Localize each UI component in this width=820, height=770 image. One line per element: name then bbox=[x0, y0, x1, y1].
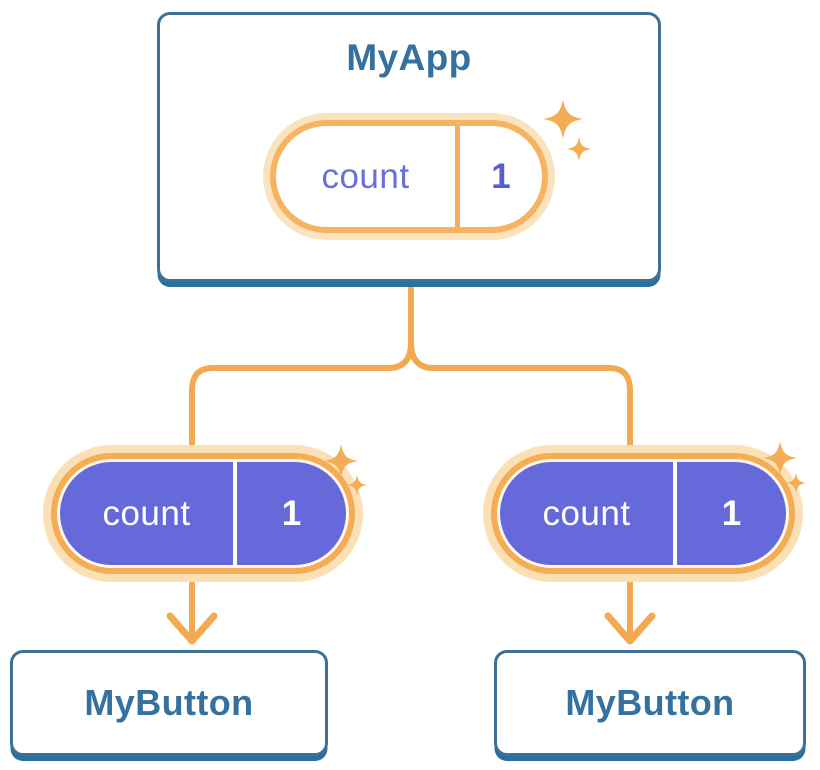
state-value: 1 bbox=[281, 493, 302, 533]
state-name: count bbox=[321, 156, 410, 196]
state-pill-ring: count 1 bbox=[51, 453, 355, 574]
component-title: MyButton bbox=[565, 682, 735, 723]
state-pill-divider bbox=[455, 126, 460, 227]
component-node-root: MyApp count 1 bbox=[157, 12, 661, 282]
state-pill-child-right: count 1 bbox=[483, 445, 803, 582]
component-node-child-right: MyButton bbox=[494, 650, 806, 756]
component-title: MyApp bbox=[346, 37, 472, 78]
state-pill-child-left: count 1 bbox=[43, 445, 363, 582]
arrowhead-right-icon bbox=[604, 612, 656, 645]
state-pill-ring: count 1 bbox=[270, 120, 548, 233]
state-pill-divider bbox=[673, 462, 677, 565]
state-pill-body: count 1 bbox=[500, 462, 786, 565]
state-name: count bbox=[102, 493, 191, 533]
component-node-child-left: MyButton bbox=[10, 650, 328, 756]
component-title: MyButton bbox=[84, 682, 254, 723]
state-pill-body: count 1 bbox=[60, 462, 346, 565]
state-value: 1 bbox=[491, 156, 511, 196]
state-value: 1 bbox=[721, 493, 742, 533]
state-name: count bbox=[542, 493, 631, 533]
state-pill-ring: count 1 bbox=[491, 453, 795, 574]
state-pill-root: count 1 bbox=[263, 113, 555, 240]
arrowhead-left-icon bbox=[166, 612, 218, 645]
